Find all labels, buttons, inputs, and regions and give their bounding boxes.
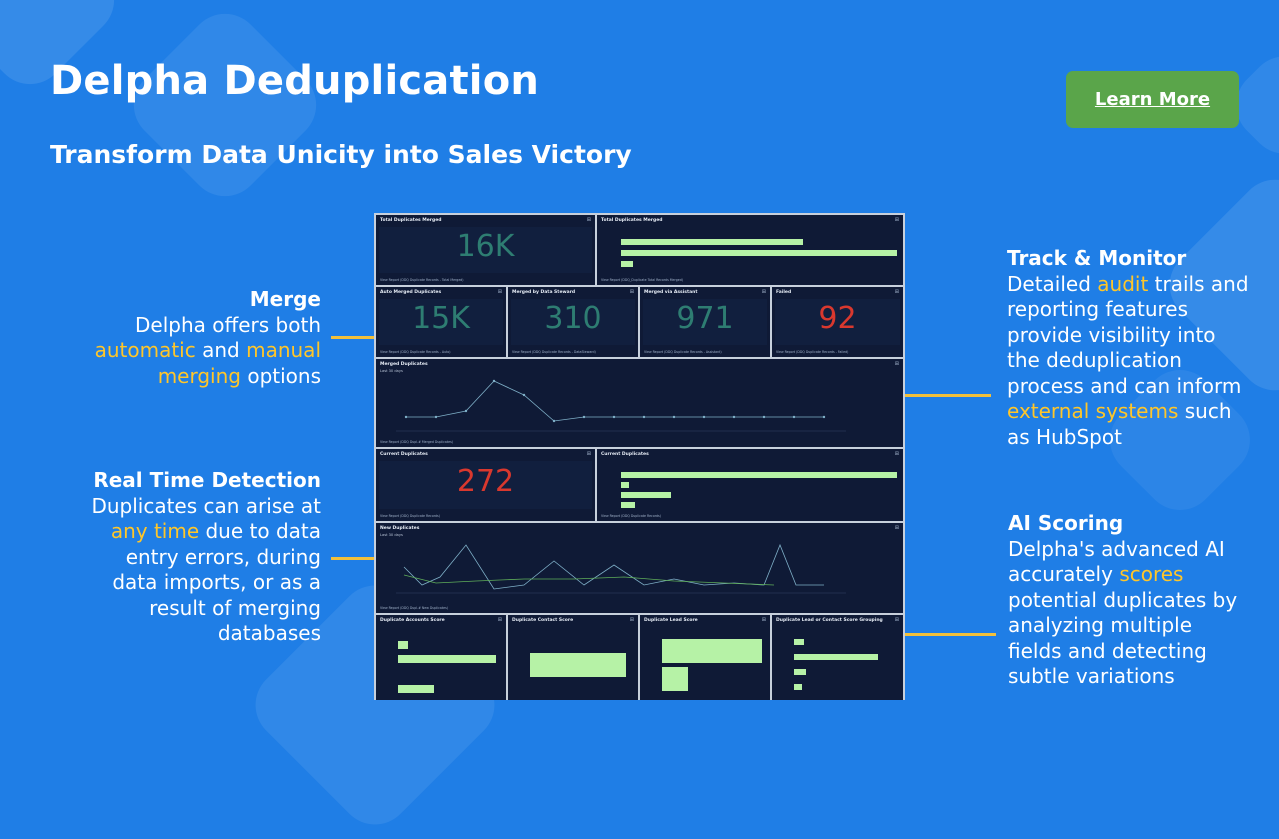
metric-value: 16K [456,229,515,264]
panel-steward: Merged by Data Steward ⊞ 310 View Report… [508,287,638,357]
metric-value: 971 [676,301,734,336]
panel-total-merged-chart: Total Duplicates Merged ⊞ View Report (D… [597,215,903,285]
page-subtitle: Transform Data Unicity into Sales Victor… [50,140,632,169]
connector-line [860,633,996,636]
metric-value: 272 [456,464,515,499]
metric-value: 92 [818,301,857,336]
panel-new-duplicates: New Duplicates Last 30 days ⊞ View Repor… [376,523,903,613]
feature-ai-scoring: AI Scoring Delpha's advanced AI accurate… [1008,511,1238,688]
panel-current-duplicates: Current Duplicates ⊞ 272 View Report (DD… [376,449,595,521]
feature-heading: Merge [249,287,321,311]
panel-lead-score: Duplicate Lead Score ⊞ [640,615,770,700]
decor-shape [118,0,332,212]
panel-lead-contact-score: Duplicate Lead or Contact Score Grouping… [772,615,903,700]
feature-realtime: Real Time Detection Duplicates can arise… [91,468,321,645]
panel-failed: Failed ⊞ 92 View Report (DDQ Duplicate R… [772,287,903,357]
panel-merged-duplicates: Merged Duplicates Last 30 days ⊞ View Re… [376,359,903,447]
feature-track: Track & Monitor Detailed audit trails an… [1007,246,1249,449]
panel-accounts-score: Duplicate Accounts Score ⊞ [376,615,506,700]
feature-heading: Track & Monitor [1007,246,1187,270]
panel-contact-score: Duplicate Contact Score ⊞ [508,615,638,700]
merged-line-chart [396,379,846,432]
panel-auto-merged: Auto Merged Duplicates ⊞ 15K View Report… [376,287,506,357]
page-title: Delpha Deduplication [50,58,540,104]
panel-total-merged: Total Duplicates Merged ⊞ 16K View Repor… [376,215,595,285]
feature-merge: Merge Delpha offers both automatic and m… [94,287,321,388]
metric-value: 310 [544,301,602,336]
feature-heading: Real Time Detection [93,468,321,492]
metric-value: 15K [412,301,470,336]
connector-line [856,394,991,397]
learn-more-button[interactable]: Learn More [1066,71,1239,128]
feature-heading: AI Scoring [1008,511,1124,535]
panel-assistant: Merged via Assistant ⊞ 971 View Report (… [640,287,770,357]
panel-current-chart: Current Duplicates ⊞ View Report (DDQ Du… [597,449,903,521]
dashboard-preview: Total Duplicates Merged ⊞ 16K View Repor… [374,213,905,700]
new-line-chart [396,543,846,594]
